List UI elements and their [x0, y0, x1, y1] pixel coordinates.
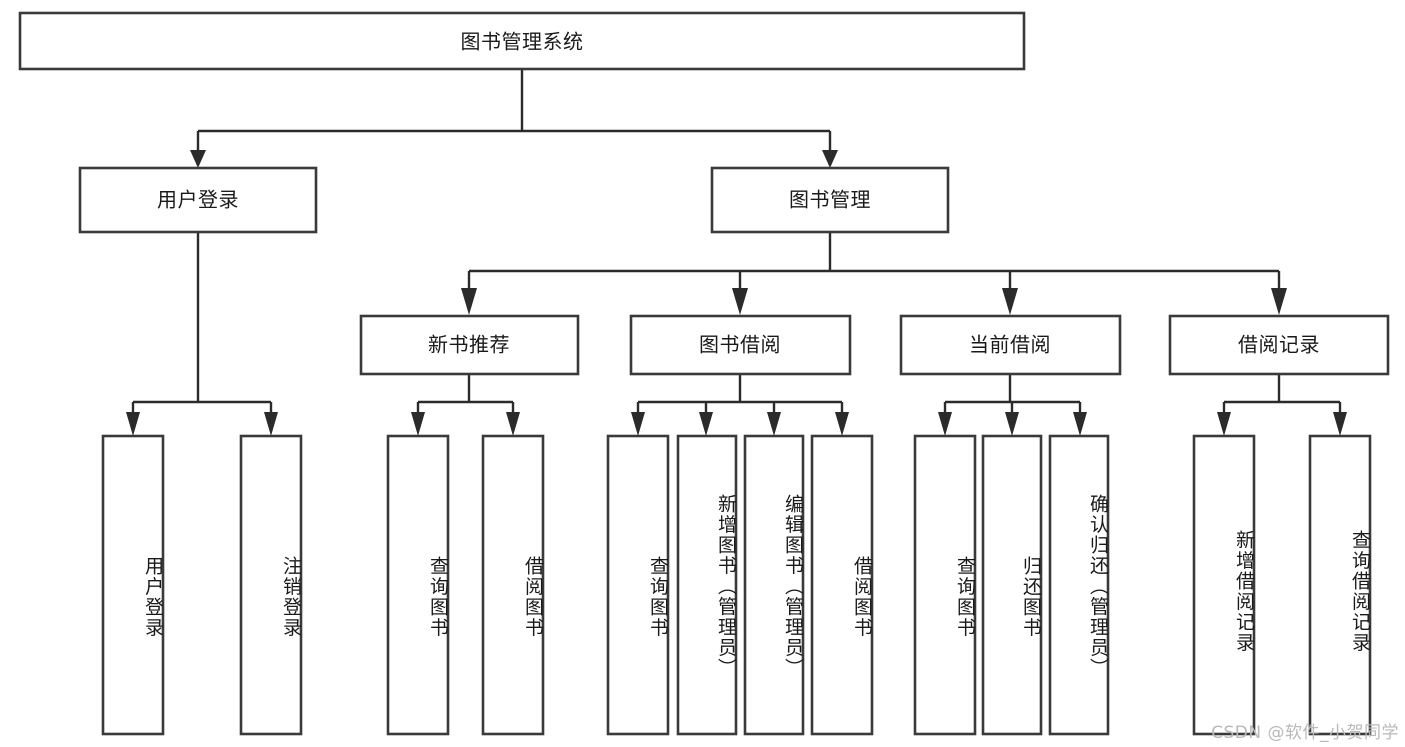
node-leaf-borrow-book-bb[interactable]	[810, 434, 874, 736]
node-new-book-recommend-label: 新书推荐	[428, 333, 510, 357]
node-leaf-query-book-bb[interactable]	[606, 434, 670, 736]
arrow-head-br-leaf-1	[1217, 412, 1231, 436]
node-user-login-label: 用户登录	[157, 188, 239, 212]
arrow-head-cb-leaf-2	[1005, 412, 1019, 436]
arrow-head-bb-leaf-3	[767, 412, 781, 436]
node-root-label: 图书管理系统	[461, 30, 584, 54]
arrow-head-cb-leaf-3	[1073, 412, 1087, 436]
arrow-head-cb-leaf-1	[938, 412, 952, 436]
node-book-borrow-label: 图书借阅	[699, 333, 781, 357]
node-root[interactable]	[18, 11, 1026, 71]
node-leaf-return-book[interactable]	[981, 434, 1043, 736]
arrow-head-nb-leaf-1	[411, 412, 425, 436]
arrow-head-book-borrow	[732, 288, 748, 315]
node-leaf-confirm-return-admin[interactable]	[1048, 434, 1110, 736]
arrow-head-leaf-logout	[264, 412, 278, 436]
arrow-head-bb-leaf-4	[835, 412, 849, 436]
node-current-borrow[interactable]	[899, 314, 1122, 376]
node-leaf-logout-login[interactable]	[239, 434, 303, 736]
node-leaf-add-book-admin[interactable]	[676, 434, 738, 736]
node-new-book-recommend[interactable]	[359, 314, 580, 376]
node-leaf-query-borrow-record[interactable]	[1308, 434, 1372, 736]
arrow-head-book-manage	[822, 150, 838, 168]
node-borrow-record-label: 借阅记录	[1238, 333, 1320, 357]
node-book-borrow[interactable]	[629, 314, 852, 376]
arrow-head-bb-leaf-2	[699, 412, 713, 436]
connectors-layer	[126, 69, 1347, 436]
arrow-head-borrow-record	[1271, 288, 1287, 315]
node-leaf-edit-book-admin[interactable]	[743, 434, 805, 736]
node-leaf-query-book-cb[interactable]	[913, 434, 977, 736]
arrow-head-nb-leaf-2	[506, 412, 520, 436]
node-user-login[interactable]	[78, 166, 318, 234]
arrow-head-new-book	[461, 288, 477, 315]
arrow-head-user-login	[190, 150, 206, 168]
node-borrow-record[interactable]	[1168, 314, 1390, 376]
arrow-head-leaf-user-login	[126, 412, 140, 436]
node-current-borrow-label: 当前借阅	[969, 333, 1051, 357]
arrow-head-bb-leaf-1	[631, 412, 645, 436]
node-book-manage-label: 图书管理	[789, 188, 871, 212]
nodes-layer: 图书管理系统 用户登录 图书管理 新书推荐 图书借阅 当前借阅 借阅记录	[18, 11, 1390, 736]
arrow-head-current-borrow	[1002, 288, 1018, 315]
node-leaf-user-login[interactable]	[101, 434, 165, 736]
arrow-head-br-leaf-2	[1333, 412, 1347, 436]
node-leaf-query-book-nb[interactable]	[386, 434, 450, 736]
node-book-manage[interactable]	[710, 166, 950, 234]
watermark-text: CSDN @软件_小贺同学	[1211, 723, 1399, 743]
node-leaf-add-borrow-record[interactable]	[1192, 434, 1256, 736]
node-leaf-borrow-book-nb[interactable]	[481, 434, 545, 736]
